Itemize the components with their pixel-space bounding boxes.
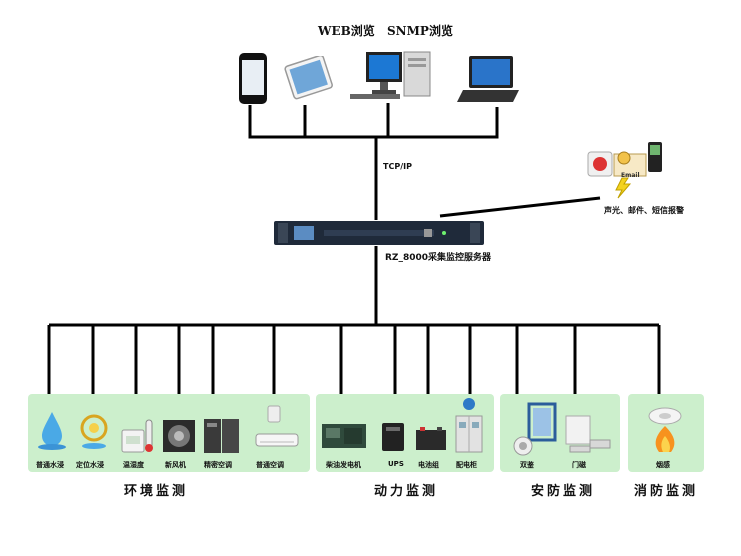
- item-label: 柴油发电机: [326, 461, 361, 469]
- item-label: 普通水浸: [36, 461, 64, 469]
- alarm-link-line: [439, 196, 601, 218]
- positioning-leak-icon: [80, 414, 108, 449]
- fresh-air-unit-icon: [163, 420, 195, 452]
- email-badge: Email: [621, 172, 640, 179]
- item-label: 电池组: [418, 461, 439, 469]
- door-contact-icon: [565, 415, 611, 453]
- server-label: RZ_8000采集监控服务器: [385, 253, 492, 263]
- alarm-devices-icon: [587, 142, 662, 199]
- item-label: UPS: [388, 460, 404, 468]
- item-label: 精密空调: [204, 461, 232, 469]
- power-group-title: 动力监测: [374, 484, 439, 499]
- temp-humidity-icon: [121, 419, 153, 453]
- snmp-browse-label: SNMP浏览: [387, 24, 453, 38]
- security-panel: [500, 394, 620, 472]
- item-label: 普通空调: [256, 461, 284, 469]
- item-label: 温湿度: [123, 461, 144, 469]
- tcpip-label: TCP/IP: [383, 162, 412, 171]
- item-label: 配电柜: [456, 461, 477, 469]
- precision-ac-icon: [204, 419, 239, 453]
- desktop-pc-icon: [350, 51, 431, 99]
- fire-group-title: 消防监测: [634, 484, 699, 499]
- laptop-icon: [457, 56, 519, 102]
- alarm-label: 声光、邮件、短信报警: [604, 206, 684, 215]
- server-rack-icon: [274, 221, 484, 245]
- dual-tech-detector-icon: [513, 402, 557, 456]
- security-group-title: 安防监测: [531, 484, 596, 499]
- item-label: 烟感: [656, 461, 670, 469]
- web-browse-label: WEB浏览: [318, 24, 375, 38]
- ups-icon: [382, 423, 404, 451]
- item-label: 门磁: [572, 461, 586, 469]
- item-label: 定位水浸: [76, 461, 104, 469]
- battery-pack-icon: [416, 427, 446, 450]
- smartphone-icon: [239, 53, 267, 104]
- item-label: 新风机: [165, 461, 186, 469]
- environment-group-title: 环境监测: [124, 484, 189, 499]
- diesel-generator-icon: [322, 424, 366, 448]
- air-conditioner-icon: [255, 405, 299, 447]
- smoke-detector-icon: [648, 407, 682, 452]
- clients-bus-line: [248, 105, 499, 139]
- tablet-icon: [284, 56, 333, 100]
- item-label: 双鉴: [520, 461, 534, 469]
- distribution-cabinet-icon: [455, 398, 483, 453]
- water-leak-icon: [38, 412, 66, 450]
